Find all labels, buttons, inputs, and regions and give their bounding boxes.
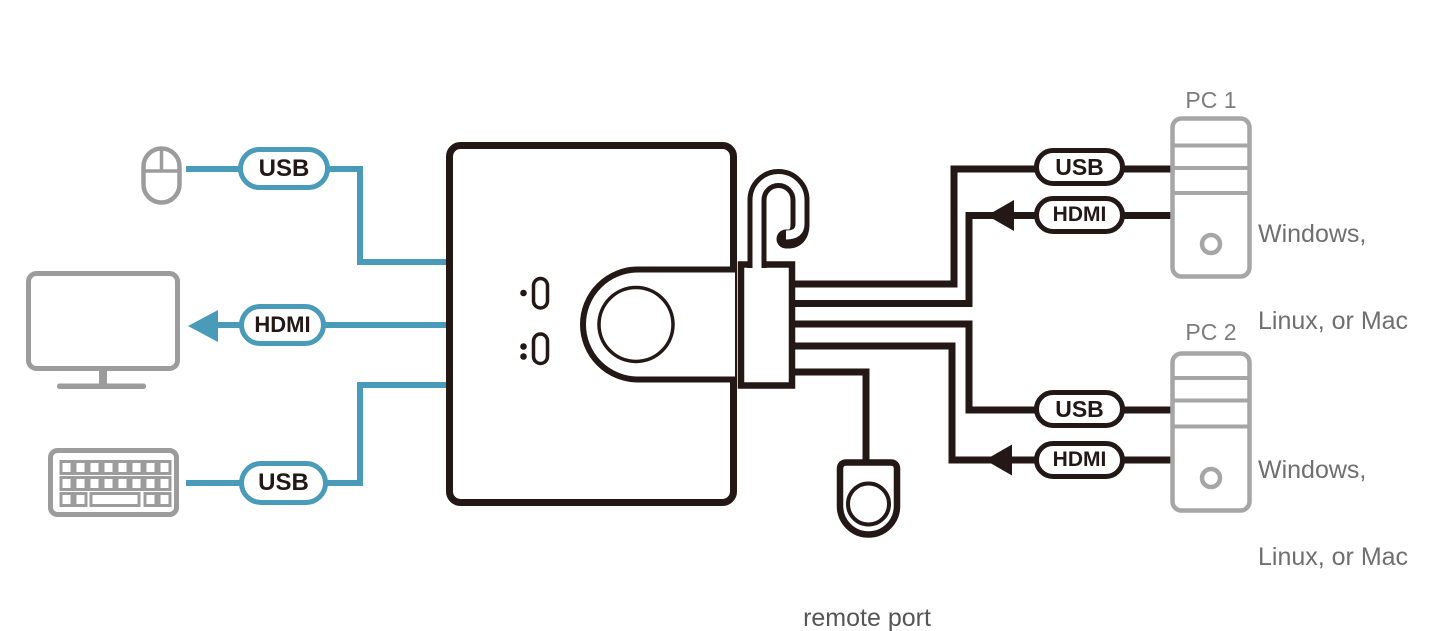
remote-port-selector-caption: remote port selector <box>766 543 968 631</box>
monitor-hdmi-pill: HDMI <box>239 304 326 346</box>
pc2-os-text: Windows, Linux, or Mac <box>1258 398 1408 630</box>
hdmi-arrow-to-monitor-icon <box>188 310 218 342</box>
pc2-tower-icon <box>1170 351 1252 513</box>
pc1-os-text: Windows, Linux, or Mac <box>1258 162 1408 394</box>
cable-loop-icon <box>747 169 810 268</box>
pc2-os-line2: Linux, or Mac <box>1258 543 1409 571</box>
kvm-switch-icon <box>446 142 796 506</box>
pc2-os-line1: Windows, <box>1258 456 1367 484</box>
pc1-os-line2: Linux, or Mac <box>1258 307 1409 335</box>
port1-led-icon <box>520 276 550 310</box>
port2-led-icon <box>520 332 550 366</box>
pc1-usb-pill: USB <box>1034 148 1125 186</box>
mouse-usb-pill: USB <box>238 147 330 190</box>
mouse-icon <box>141 146 182 205</box>
pc1-os-line1: Windows, <box>1258 220 1367 248</box>
hdmi-arrow-from-pc1-icon <box>987 200 1014 231</box>
pc1-hdmi-pill: HDMI <box>1034 196 1125 234</box>
keyboard-icon <box>48 448 179 517</box>
keyboard-usb-pill: USB <box>239 461 328 505</box>
remote-caption-line1: remote port <box>803 604 931 631</box>
pc1-tower-icon <box>1170 116 1252 279</box>
pc2-hdmi-pill: HDMI <box>1034 441 1125 479</box>
pc1-title: PC 1 <box>1185 87 1237 113</box>
monitor-icon <box>26 271 180 389</box>
remote-selector-cable <box>790 368 870 463</box>
pc2-title: PC 2 <box>1185 319 1237 345</box>
remote-port-selector-icon <box>836 459 901 538</box>
hdmi-arrow-from-pc2-icon <box>985 444 1012 476</box>
pc2-usb-pill: USB <box>1034 390 1125 428</box>
cable-bundle-connector-icon <box>737 261 796 389</box>
